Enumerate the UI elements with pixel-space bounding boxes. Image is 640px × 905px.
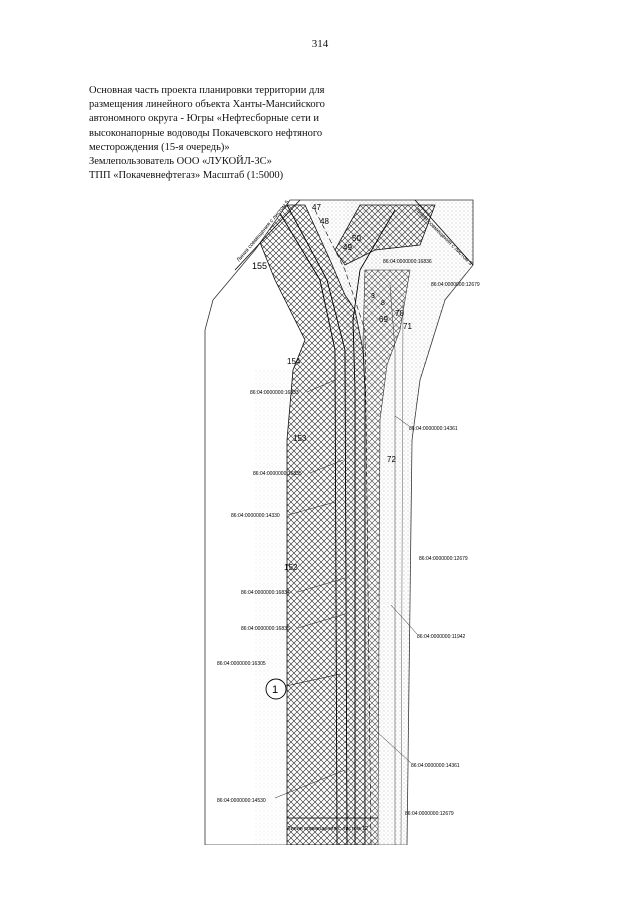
match-line <box>234 199 301 271</box>
parcel-label: 86:04:0000000:16835 <box>253 471 302 477</box>
heading-line: высоконапорные водоводы Покачевского неф… <box>89 127 323 139</box>
match-line <box>414 199 474 266</box>
parcel-label: 86:04:0000000:16305 <box>217 661 266 667</box>
point-number: 69 <box>379 315 388 324</box>
parcel-label: 86:04:0000000:14530 <box>217 798 266 804</box>
parcel-label: 86:04:0000000:11942 <box>417 634 466 640</box>
document-heading: Основная часть проекта планировки террит… <box>89 84 379 183</box>
parcel-label: 86:04:0000000:14361 <box>411 763 460 769</box>
parcel-label: 86:04:0000000:14330 <box>231 513 280 519</box>
parcel-label: 86:04:0000000:16835 <box>241 626 290 632</box>
pipeline <box>352 209 396 845</box>
leader-lines <box>274 379 418 799</box>
point-number: 47 <box>312 203 321 212</box>
parcel-label: 86:04:0000000:14361 <box>409 426 458 432</box>
point-number: 71 <box>403 322 412 331</box>
pipeline <box>286 204 348 845</box>
heading-line: ТПП «Покачевнефтегаз» Масштаб (1:5000) <box>89 170 284 182</box>
hatched-corridor <box>256 204 366 845</box>
pipeline <box>389 284 396 845</box>
pipeline <box>314 209 372 845</box>
point-number: 152 <box>284 563 298 572</box>
point-number: 48 <box>320 217 329 226</box>
parcel-label: 86:04:0000000:16836 <box>383 259 432 265</box>
pipeline <box>274 204 338 845</box>
match-line-label: Линия совмещения с листом 12 <box>287 826 368 832</box>
parcel-label: 86:04:0000000:12679 <box>419 556 468 562</box>
point-number: 153 <box>293 434 307 443</box>
point-number: 8 <box>381 300 385 307</box>
parcel-label: 86:04:0000000:12679 <box>405 811 454 817</box>
zone-marker: 1 <box>272 684 278 696</box>
parcel-label: 86:04:0000000:16833 <box>250 390 299 396</box>
point-number: 72 <box>387 455 396 464</box>
planning-map: Линия совмещения с листом 5 Линия совмещ… <box>204 199 480 845</box>
page-number: 314 <box>311 38 329 50</box>
hatched-corridor <box>362 269 411 845</box>
heading-line: Основная часть проекта планировки террит… <box>89 85 325 96</box>
point-number: 3 <box>371 293 375 300</box>
zone-marker-circle <box>265 678 287 700</box>
point-number: 49 <box>343 243 352 252</box>
heading-line: Землепользователь ООО «ЛУКОЙЛ-ЗС» <box>89 156 272 168</box>
parcel-label: 86:04:0000000:16834 <box>241 590 290 596</box>
point-number: 50 <box>352 234 361 243</box>
heading-line: размещения линейного объекта Ханты-Манси… <box>89 99 325 111</box>
heading-line: месторождения (15-я очередь)» <box>89 141 230 153</box>
zone-marker-leader <box>285 673 341 687</box>
point-number: 70 <box>395 309 404 318</box>
parcel-label: 86:04:0000000:12679 <box>431 282 480 288</box>
point-number: 155 <box>252 261 267 271</box>
point-number: 154 <box>287 357 301 366</box>
heading-line: автономного округа - Югры «Нефтесборные … <box>89 113 320 125</box>
